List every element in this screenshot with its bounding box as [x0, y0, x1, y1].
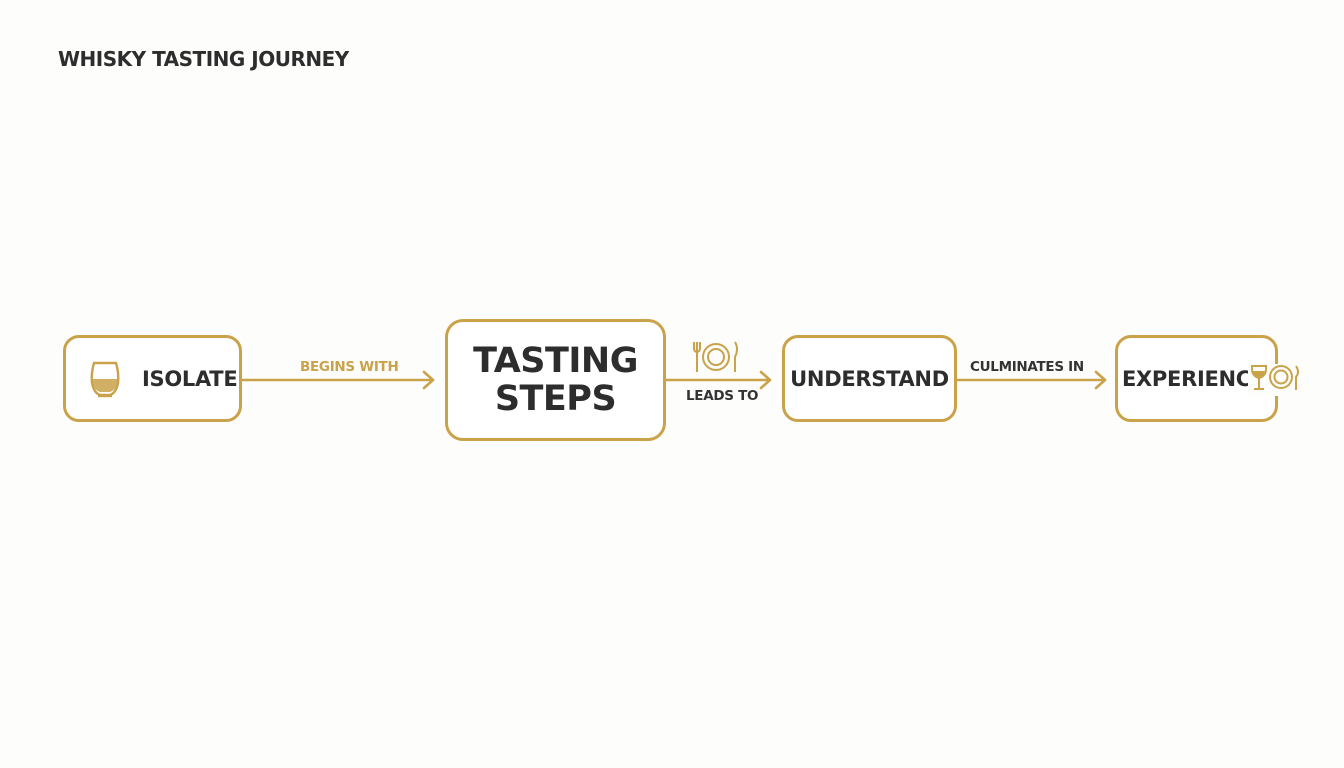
node-isolate: ISOLATE	[63, 335, 242, 422]
node-isolate-label: ISOLATE	[142, 366, 238, 391]
plate-cutlery-icon	[692, 339, 740, 379]
edge-label-begins-with: BEGINS WITH	[300, 359, 399, 375]
node-experience-label: EXPERIENCE	[1122, 366, 1265, 391]
arrow-begins-with	[240, 370, 435, 390]
edge-label-leads-to: LEADS TO	[686, 388, 759, 404]
node-tasting-steps-line2: STEPS	[494, 379, 617, 419]
edge-label-culminates-in: CULMINATES IN	[970, 359, 1084, 375]
whisky-glass-icon	[88, 359, 122, 405]
node-understand: UNDERSTAND	[782, 335, 957, 422]
node-tasting-steps-label: TASTING STEPS	[473, 342, 638, 418]
node-tasting-steps-line1: TASTING	[473, 341, 638, 381]
wine-glass-plate-icon	[1248, 364, 1302, 396]
node-tasting-steps: TASTING STEPS	[445, 319, 666, 441]
arrow-leads-to	[664, 370, 772, 390]
node-understand-label: UNDERSTAND	[790, 366, 949, 391]
arrow-culminates-in	[955, 370, 1107, 390]
page-title: WHISKY TASTING JOURNEY	[58, 47, 349, 71]
